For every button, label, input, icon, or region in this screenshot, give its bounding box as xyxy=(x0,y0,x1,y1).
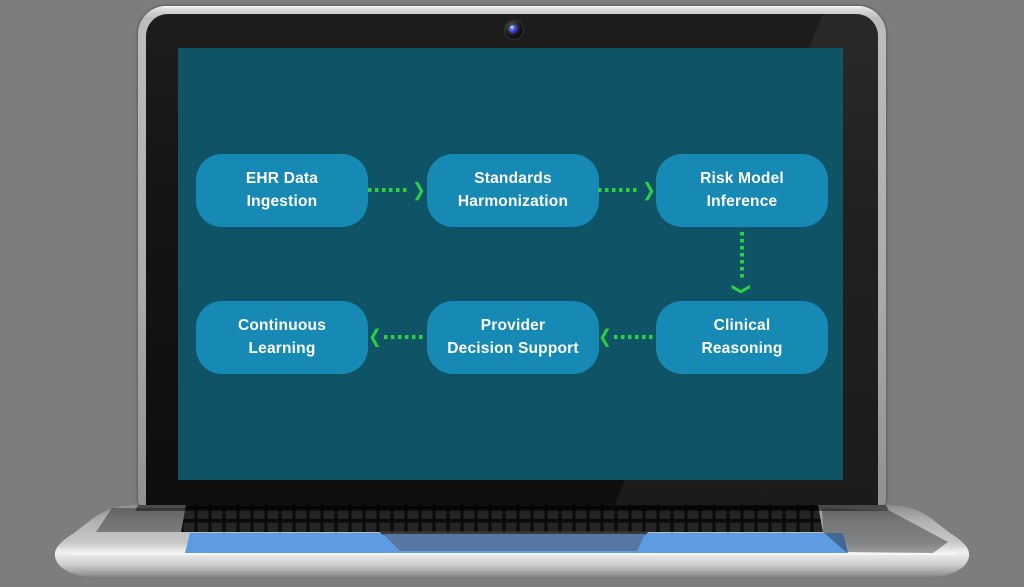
webcam-lens xyxy=(509,25,518,34)
flow-arrow-left-icon: ❮ xyxy=(598,325,656,348)
hinge-shadow xyxy=(135,505,889,511)
chevron-down-icon: ❯ xyxy=(731,281,754,296)
flow-arrow-down-icon: ❯ xyxy=(731,229,754,299)
flow-arrow-right-icon: ❯ xyxy=(598,178,656,201)
arrow-dots xyxy=(383,335,426,339)
front-edge-highlight xyxy=(70,553,955,555)
deck-shade-left xyxy=(96,508,186,532)
arrow-dots xyxy=(368,188,411,192)
trackpad xyxy=(383,534,645,551)
arrow-dots xyxy=(598,188,641,192)
laptop-base xyxy=(54,505,970,579)
keyboard xyxy=(181,505,823,532)
flow-arrow-left-icon: ❮ xyxy=(368,325,426,348)
screen: EHR Data Ingestion Standards Harmonizati… xyxy=(178,48,843,480)
arrow-dots xyxy=(613,335,656,339)
flow-node-provider-decision-support: Provider Decision Support xyxy=(427,301,599,374)
flow-node-risk-model-inference: Risk Model Inference xyxy=(656,154,828,227)
flow-node-clinical-reasoning: Clinical Reasoning xyxy=(656,301,828,374)
screen-bezel: EHR Data Ingestion Standards Harmonizati… xyxy=(146,14,878,508)
chevron-left-icon: ❮ xyxy=(598,325,612,348)
chevron-right-icon: ❯ xyxy=(412,178,426,201)
arrow-dots xyxy=(740,231,744,280)
webcam-icon xyxy=(504,20,524,40)
deck-shade-right xyxy=(822,508,948,553)
webcam-glint xyxy=(511,26,513,28)
chevron-right-icon: ❯ xyxy=(642,178,656,201)
flow-arrow-right-icon: ❯ xyxy=(368,178,426,201)
chevron-left-icon: ❮ xyxy=(368,325,382,348)
flow-node-standards-harmonization: Standards Harmonization xyxy=(427,154,599,227)
flow-node-continuous-learning: Continuous Learning xyxy=(196,301,368,374)
laptop-lid: EHR Data Ingestion Standards Harmonizati… xyxy=(138,6,886,508)
flow-node-ehr-data-ingestion: EHR Data Ingestion xyxy=(196,154,368,227)
